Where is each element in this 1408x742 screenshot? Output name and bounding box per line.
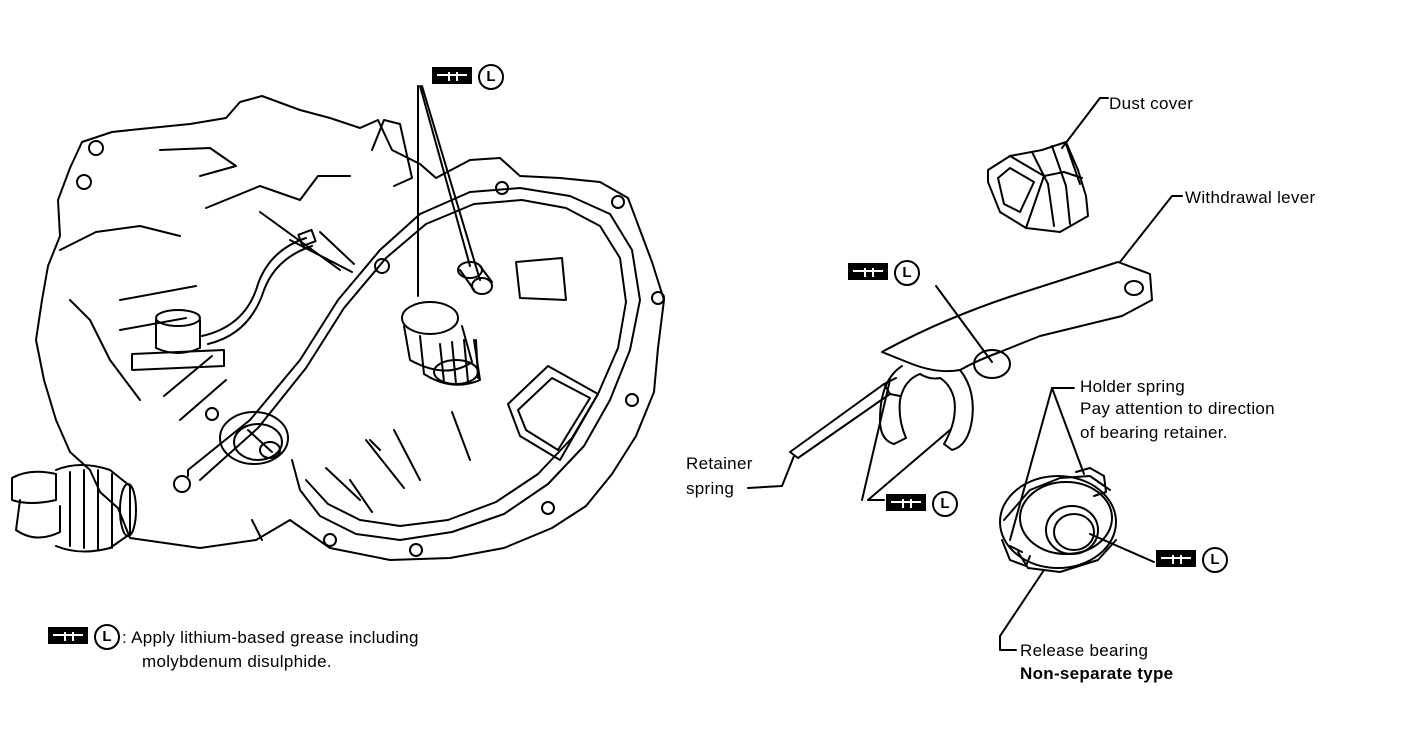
holder-spring-callout <box>1009 387 1085 541</box>
grease-applicator-icon <box>848 263 888 280</box>
label-holder-note-2: of bearing retainer. <box>1080 423 1228 442</box>
grease-applicator-icon <box>1156 550 1196 567</box>
label-holder-note-1: Pay attention to direction <box>1080 399 1275 418</box>
legend-line-2: molybdenum disulphide. <box>142 652 332 671</box>
lever-callout-line <box>935 285 993 363</box>
grease-symbol-fork: L <box>886 491 962 517</box>
label-retainer-2: spring <box>686 479 735 498</box>
label-holder-spring: Holder spring <box>1080 377 1186 396</box>
label-dust-cover: Dust cover <box>1109 94 1194 113</box>
bearing-callout-line <box>1089 533 1155 563</box>
retainer-callout-line <box>747 455 795 489</box>
label-release-bearing: Release bearing <box>1020 641 1149 660</box>
label-bearing-type: Non-separate type <box>1020 664 1174 683</box>
transaxle-case <box>11 95 665 561</box>
release-bearing-callout-line <box>999 569 1045 651</box>
withdrawal-lever <box>789 195 1183 459</box>
grease-letter: L <box>894 260 920 286</box>
release-bearing <box>999 467 1117 573</box>
grease-applicator-icon <box>886 494 926 511</box>
label-retainer-1: Retainer <box>686 454 753 473</box>
label-withdrawal-lever: Withdrawal lever <box>1185 188 1316 207</box>
left-callout-lines <box>417 85 481 297</box>
dust-cover <box>987 97 1109 233</box>
grease-symbol-top: L <box>432 64 508 90</box>
legend-line-1: : Apply lithium-based grease including <box>122 628 419 647</box>
grease-symbol-lever: L <box>848 260 924 286</box>
grease-applicator-icon <box>48 627 88 644</box>
grease-letter: L <box>478 64 504 90</box>
grease-symbol-legend: L <box>48 624 124 650</box>
grease-symbol-bearing: L <box>1156 547 1232 573</box>
grease-letter: L <box>1202 547 1228 573</box>
grease-letter: L <box>932 491 958 517</box>
grease-letter: L <box>94 624 120 650</box>
fork-callout-lines <box>861 379 951 501</box>
grease-applicator-icon <box>432 67 472 84</box>
